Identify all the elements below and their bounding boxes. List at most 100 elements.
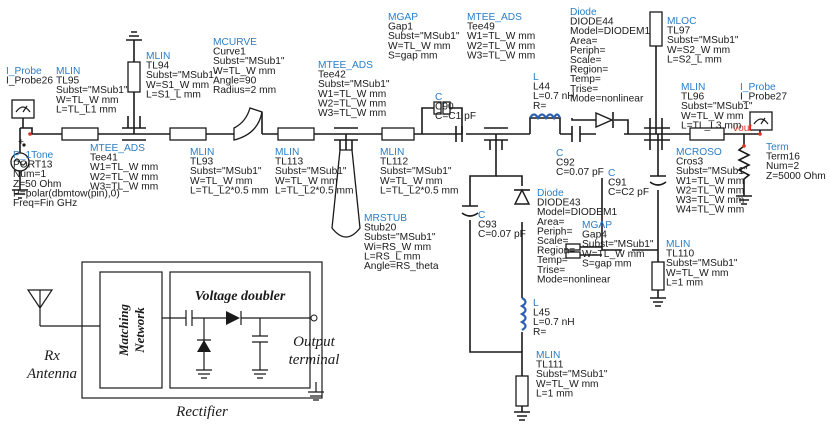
label-line: PORT13 <box>13 160 53 171</box>
label-line: Mode=nonlinear <box>570 93 644 104</box>
label-line: Trise= <box>537 265 565 276</box>
matching-network-block <box>99 271 163 389</box>
label-line: C <box>435 92 442 103</box>
label-line: L=0.7 nH <box>533 91 575 102</box>
diode44[interactable] <box>595 111 614 129</box>
voltage-doubler-label: Voltage doubler <box>195 289 286 304</box>
tl95-line[interactable] <box>61 127 99 141</box>
c90-capacitor[interactable] <box>455 126 463 142</box>
label-line: TL96 <box>681 92 705 103</box>
label-line: Area= <box>570 36 598 47</box>
label-line: Subst="MSub1" <box>676 166 748 177</box>
l45-inductor[interactable] <box>519 297 527 331</box>
label-line: W=TL_W mm <box>56 95 119 106</box>
gap4[interactable] <box>565 243 602 259</box>
curve1-bend[interactable] <box>233 107 263 141</box>
tl112-line[interactable] <box>381 127 415 141</box>
label-line: MLOC <box>667 16 696 27</box>
cross3[interactable] <box>644 118 670 150</box>
label-line: TL112 <box>380 157 408 168</box>
label-line: Temp= <box>537 255 568 266</box>
label-line: Freq=Fin GHz <box>13 198 77 209</box>
tl113-line[interactable] <box>277 127 315 141</box>
label-line: W1=TL_W mm <box>467 31 535 42</box>
label-line: Term16 <box>766 152 800 163</box>
tl96-line[interactable] <box>689 127 725 141</box>
label-line: DIODE44 <box>570 17 614 28</box>
current-probe-27[interactable] <box>749 111 773 134</box>
label-line: I_Probe26 <box>6 76 53 87</box>
label-line: C <box>556 148 563 159</box>
label-line: L=TL_L1 mm <box>56 104 116 115</box>
label-line: W=TL_W mm <box>380 176 443 187</box>
tee42[interactable] <box>334 127 358 150</box>
network-label: Network <box>132 307 147 354</box>
label-line: TL111 <box>536 360 564 371</box>
tl94-line[interactable] <box>127 61 141 93</box>
label-line: W=TL_W mm <box>213 66 276 77</box>
label-line: MGAP <box>388 12 418 23</box>
label-line: I_Probe <box>740 82 776 93</box>
label-line: Subst="MSub1" <box>388 31 460 42</box>
tee49[interactable] <box>484 127 508 150</box>
label-line: W=TL_W mm <box>190 176 253 187</box>
label-line: R= <box>533 327 546 338</box>
label-line: Subst="MSub1" <box>190 166 262 177</box>
label-line: MTEE_ADS <box>90 143 145 154</box>
tl111-line[interactable] <box>515 375 529 407</box>
label-line: Scale= <box>570 55 601 66</box>
rectifier-label: Rectifier <box>175 404 228 420</box>
label-line: Subst="MSub1" <box>146 70 218 81</box>
label-line: MTEE_ADS <box>318 60 373 71</box>
label-line: L=TL_L2*0.5 mm <box>275 185 353 196</box>
label-line: W=TL_W mm <box>681 111 744 122</box>
label-line: Periph= <box>537 226 572 237</box>
terminal-label: terminal <box>289 352 340 368</box>
port-13-source[interactable]: + <box>10 128 30 199</box>
label-line: L <box>533 298 539 309</box>
label-line: Z=50 Ohm <box>13 179 61 190</box>
svg-text:+: + <box>18 137 24 148</box>
label-line: Gap4 <box>582 230 607 241</box>
c93-capacitor[interactable] <box>461 205 479 217</box>
label-line: Subst="MSub1" <box>275 166 347 177</box>
label-line: C <box>478 210 485 221</box>
label-line: Model=DIODEM1 <box>537 207 617 218</box>
label-line: Region= <box>570 65 608 76</box>
gap1[interactable] <box>433 101 451 115</box>
label-line: Subst="MSub1" <box>380 166 452 177</box>
label-line: R= <box>533 101 546 112</box>
c92-capacitor[interactable] <box>571 126 581 142</box>
tl97-line[interactable] <box>649 11 663 47</box>
label-line: Subst="MSub1" <box>536 369 608 380</box>
label-line: Subst="MSub1" <box>582 239 654 250</box>
tee41[interactable] <box>122 116 146 141</box>
tl93-line[interactable] <box>169 127 207 141</box>
label-line: L=1 mm <box>536 388 573 399</box>
diode43[interactable] <box>513 188 531 205</box>
term16-resistor[interactable] <box>736 144 752 205</box>
label-line: Subst="MSub1" <box>56 85 128 96</box>
label-line: W1=TL_W mm <box>676 176 744 187</box>
radial-stub-20[interactable] <box>331 149 361 238</box>
label-line: W=TL_W mm <box>275 176 338 187</box>
label-line: TL110 <box>666 249 694 260</box>
l44-inductor[interactable] <box>529 113 562 121</box>
current-probe-26[interactable] <box>11 99 35 128</box>
label-line: MLIN <box>380 147 404 158</box>
c91-capacitor[interactable] <box>649 175 667 186</box>
tl110-line[interactable] <box>651 261 665 291</box>
label-line: C=0.07 pF <box>478 229 526 240</box>
